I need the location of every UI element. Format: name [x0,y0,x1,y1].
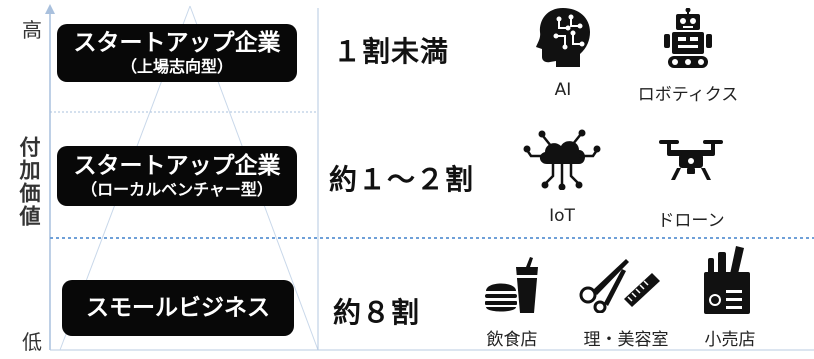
drone-icon [659,140,723,180]
tier-subtitle: （上場志向型） [120,57,233,76]
example-label-ai: AI [554,80,572,100]
tier-name: スタートアップ企業 [73,153,281,179]
tier-name: スモールビジネス [86,295,270,321]
example-label-retail: 小売店 [704,330,756,350]
example-label-restaurant: 飲食店 [486,330,538,350]
tier-box-local-venture: スタートアップ企業 （ローカルベンチャー型） [57,146,297,206]
example-label-drone: ドローン [657,211,725,231]
ai-head-icon [536,8,590,67]
robot-icon [664,8,712,68]
axis-high-label: 高 [22,18,42,42]
tier-box-listed-startup: スタートアップ企業 （上場志向型） [57,24,297,82]
cloud-network-icon [523,129,601,190]
tier-box-small-business: スモールビジネス [62,280,294,336]
tier-share-listed-startup: １割未満 [333,35,450,68]
tier-share-small-business: 約８割 [333,296,421,329]
scissors-comb-icon [579,259,660,313]
value-axis-arrowhead [45,4,55,14]
tier-subtitle: （ローカルベンチャー型） [81,180,273,199]
example-label-salon: 理・美容室 [583,330,669,350]
fastfood-icon [485,257,538,313]
tier-share-local-venture: 約１～２割 [329,163,475,196]
tier-name: スタートアップ企業 [73,30,281,56]
grocery-bag-icon [704,246,750,314]
example-label-iot: IoT [549,206,575,226]
axis-title: 付加価値 [16,136,42,228]
axis-low-label: 低 [22,330,42,354]
example-label-robotics: ロボティクス [637,85,739,105]
axis-title-text: 付加価値 [17,136,41,228]
